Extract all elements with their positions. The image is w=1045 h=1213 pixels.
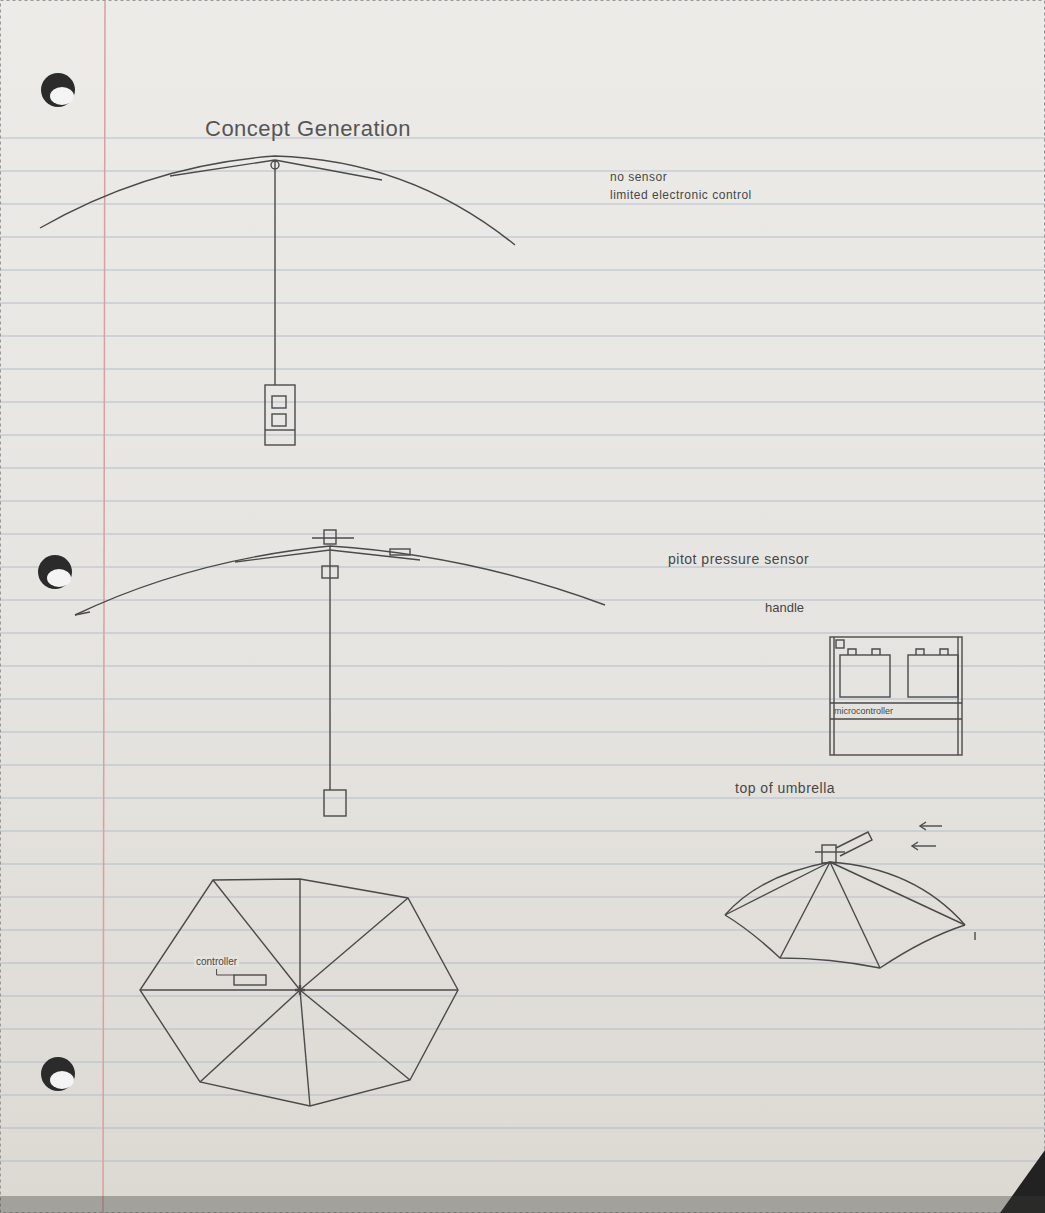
note-label: top of umbrella [735, 780, 835, 796]
handle-box: handle microcontroller [760, 598, 970, 760]
rib-line [140, 989, 300, 990]
divider [830, 702, 962, 703]
battery-cell [908, 655, 958, 697]
rib-line [299, 879, 300, 990]
note-label: limited electronic control [610, 188, 752, 202]
umbrella-top-view: controller [136, 876, 464, 1112]
ruled-lines [0, 138, 1045, 1161]
rib-line [213, 880, 300, 990]
switch [836, 640, 844, 648]
umbrella-sketch [40, 156, 515, 445]
margin-line [103, 0, 105, 1213]
canopy-outline [140, 879, 458, 1106]
node-text: microcontroller [834, 706, 893, 716]
rib-line [300, 990, 310, 1106]
terminal [916, 649, 948, 655]
divider [830, 718, 962, 719]
note-label: no sensor [610, 170, 667, 184]
note-label: pitot pressure sensor [668, 551, 809, 567]
controller-box [234, 975, 266, 985]
rib-line [300, 989, 458, 990]
handle-housing [830, 637, 962, 755]
umbrella-sketch [75, 530, 605, 816]
rib-line [300, 990, 410, 1080]
battery-cell [840, 655, 890, 697]
node-heading: handle [765, 600, 804, 615]
leader-line [217, 969, 234, 975]
node-outline [760, 598, 970, 760]
hub [295, 985, 305, 995]
node-heading: controller [194, 956, 239, 967]
wall [833, 637, 834, 755]
terminal [848, 649, 880, 655]
page-title: Concept Generation [205, 116, 411, 142]
page-shadow [0, 1196, 1045, 1213]
umbrella-top-sketch [725, 822, 975, 968]
rib-line [300, 898, 408, 990]
node-outline [136, 876, 464, 1112]
rib-line [200, 990, 300, 1082]
